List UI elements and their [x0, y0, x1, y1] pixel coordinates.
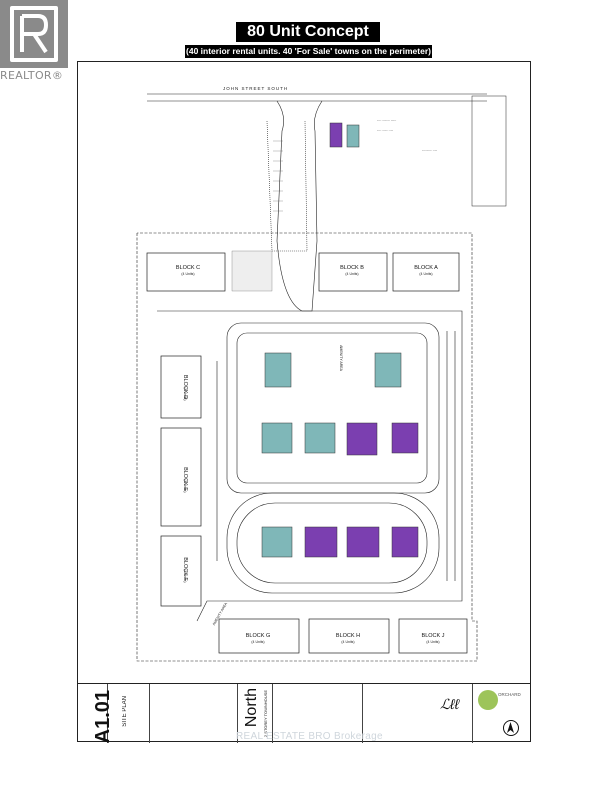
company-name: ORCHARD — [498, 692, 521, 697]
block-label-h: BLOCK H — [335, 633, 361, 639]
page-title: 80 Unit Concept — [236, 22, 380, 42]
signature: ℒℓℓ — [440, 696, 460, 712]
project-name: North — [243, 688, 260, 728]
block-units-f: (4 Units) — [183, 569, 187, 583]
block-label-j: BLOCK J — [421, 633, 445, 639]
svg-text:--------- ----: --------- ---- — [422, 148, 437, 152]
block-units-j: (4 Units) — [426, 640, 440, 644]
site-plan-drawing: ---- ------- ----- ---- ----- ---- -----… — [136, 93, 507, 662]
svg-text:---- ------- -----: ---- ------- ----- — [377, 118, 396, 122]
realtor-logo — [0, 0, 68, 68]
block-label-a: BLOCK A — [414, 265, 438, 271]
block-units-c: (4 Units) — [181, 272, 195, 276]
block-label-c: BLOCK C — [175, 265, 201, 271]
amenity-label-1: AMENITY AREA — [339, 345, 343, 371]
block-units-g: (4 Units) — [251, 640, 265, 644]
tb-divider — [107, 684, 109, 743]
realtor-wordmark: REALTOR® — [0, 69, 64, 82]
block-units-e: (4 Units) — [183, 479, 187, 493]
block-units-a: (4 Units) — [419, 272, 433, 276]
realtor-r-icon — [10, 6, 58, 62]
tb-divider — [472, 684, 474, 743]
north-arrow-icon — [503, 720, 519, 736]
block-units-h: (4 Units) — [341, 640, 355, 644]
tb-divider — [272, 684, 274, 743]
street-label: JOHN STREET SOUTH — [223, 86, 289, 91]
block-label-b: BLOCK B — [340, 265, 364, 271]
block-units-d: (4 Units) — [183, 387, 187, 401]
drawing-sheet — [77, 61, 531, 742]
title-block — [77, 683, 531, 743]
block-label-g: BLOCK G — [245, 633, 271, 639]
block-units-b: (4 Units) — [345, 272, 359, 276]
page-subtitle: (40 interior rental units. 40 'For Sale'… — [185, 45, 432, 58]
tb-divider — [237, 684, 239, 743]
sheet-number: A1.01 — [92, 690, 114, 744]
project-subtitle: 2 STOREY TOWNHOUSE — [263, 690, 268, 738]
brokerage-watermark: REAL ESTATE BRO Brokerage — [236, 731, 383, 742]
svg-text:---- ----- ----: ---- ----- ---- — [377, 128, 393, 132]
tb-divider — [362, 684, 364, 743]
sheet-title: SITE PLAN — [122, 696, 128, 727]
tb-divider — [149, 684, 151, 743]
orchard-logo-icon — [478, 690, 498, 710]
